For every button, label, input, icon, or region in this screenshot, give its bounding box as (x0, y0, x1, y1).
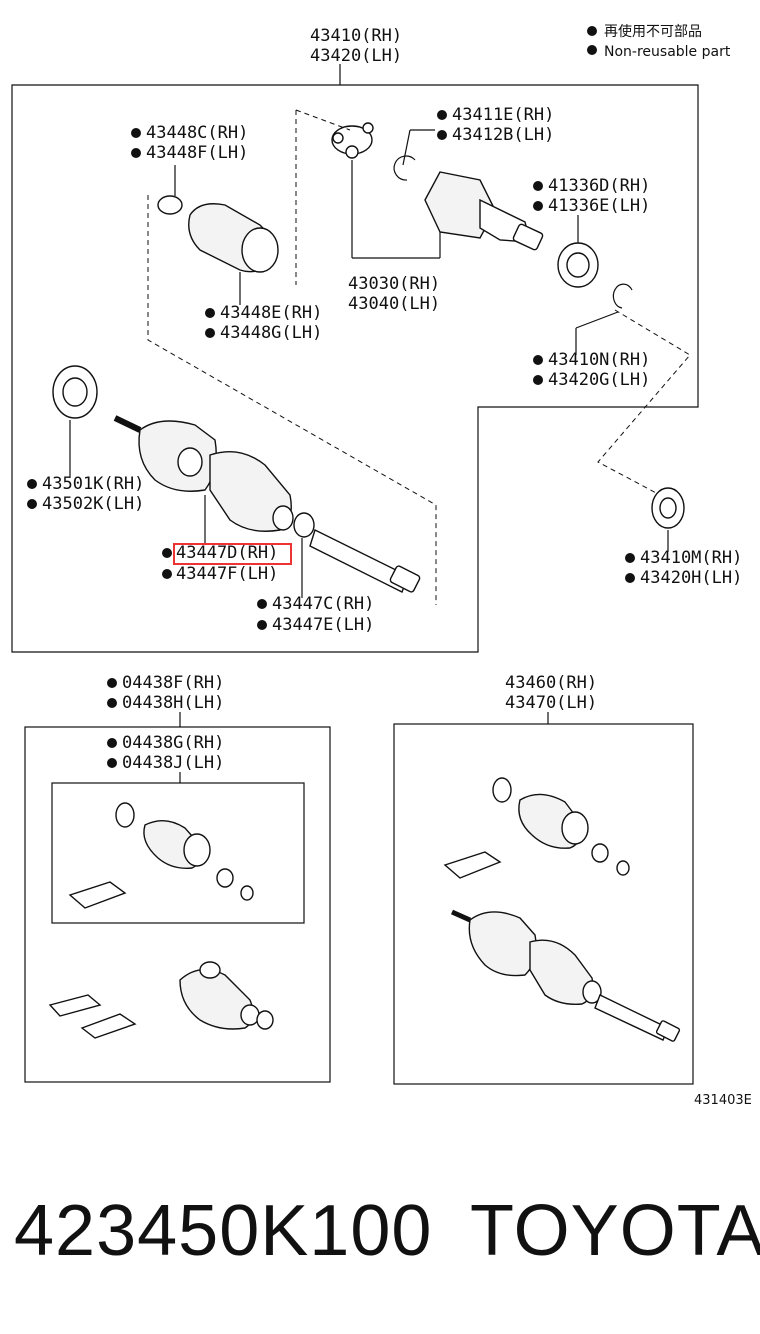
legend-bullet-icon (587, 45, 597, 55)
figure-code: 431403E (694, 1093, 752, 1108)
right-oil-seal-icon[interactable] (651, 487, 685, 529)
complete-shaft-kit[interactable] (443, 777, 681, 1042)
outboard-joint-housing[interactable] (424, 171, 544, 251)
label-43447D[interactable]: 43447D(RH) (176, 543, 278, 563)
boot-kit-parts[interactable] (68, 802, 254, 909)
highlight-43447D (173, 543, 292, 565)
label-43447E: 43447E(LH) (272, 615, 374, 635)
label-41336E: 41336E(LH) (548, 196, 650, 216)
oil-seal-icon[interactable] (557, 242, 599, 288)
label-43448C: 43448C(RH) (146, 123, 248, 143)
left-oil-seal-icon[interactable] (52, 365, 98, 419)
label-43447F: 43447F(LH) (176, 564, 278, 584)
inboard-boot[interactable] (157, 195, 279, 273)
kit-frame-outer (24, 726, 331, 1083)
assembly-frame (11, 84, 699, 653)
drive-shaft-assembly[interactable] (113, 415, 421, 593)
label-43448G: 43448G(LH) (220, 323, 322, 343)
label-43040: 43040(LH) (348, 294, 440, 314)
label-43470: 43470(LH) (505, 693, 597, 713)
label-43030: 43030(RH) (348, 274, 440, 294)
label-43448F: 43448F(LH) (146, 143, 248, 163)
kit-frame-right (393, 723, 694, 1085)
label-43502K: 43502K(LH) (42, 494, 144, 514)
legend: 再使用不可部品 Non-reusable part (587, 23, 731, 60)
label-04438H: 04438H(LH) (122, 693, 224, 713)
label-04438G: 04438G(RH) (122, 733, 224, 753)
label-43412B: 43412B(LH) (452, 125, 554, 145)
label-43501K: 43501K(RH) (42, 474, 144, 494)
footer-part-number: 423450K100 (14, 1191, 433, 1271)
label-04438J: 04438J(LH) (122, 753, 224, 773)
assembly-label-rh: 43410(RH) (310, 26, 402, 46)
kit-frame-inner (51, 782, 305, 924)
label-43410N: 43410N(RH) (548, 350, 650, 370)
label-43460: 43460(RH) (505, 673, 597, 693)
label-41336D: 41336D(RH) (548, 176, 650, 196)
label-43448E: 43448E(RH) (220, 303, 322, 323)
legend-bullet-icon (587, 26, 597, 36)
legend-jp: 再使用不可部品 (604, 23, 702, 40)
snap-ring-icon[interactable] (393, 155, 416, 181)
label-43411E: 43411E(RH) (452, 105, 554, 125)
legend-en: Non-reusable part (604, 44, 731, 60)
circlip-icon[interactable] (612, 283, 633, 309)
footer-brand: TOYOTA (470, 1191, 760, 1271)
label-43410M: 43410M(RH) (640, 548, 742, 568)
label-43420H: 43420H(LH) (640, 568, 742, 588)
label-04438F: 04438F(RH) (122, 673, 224, 693)
tripod-joint[interactable] (331, 122, 374, 159)
label-43447C: 43447C(RH) (272, 594, 374, 614)
assembly-label-lh: 43420(LH) (310, 46, 402, 66)
parts-diagram: 再使用不可部品 Non-reusable part 43410(RH) 4342… (11, 23, 752, 1108)
joint-kit-parts[interactable] (48, 961, 274, 1039)
label-43420G: 43420G(LH) (548, 370, 650, 390)
